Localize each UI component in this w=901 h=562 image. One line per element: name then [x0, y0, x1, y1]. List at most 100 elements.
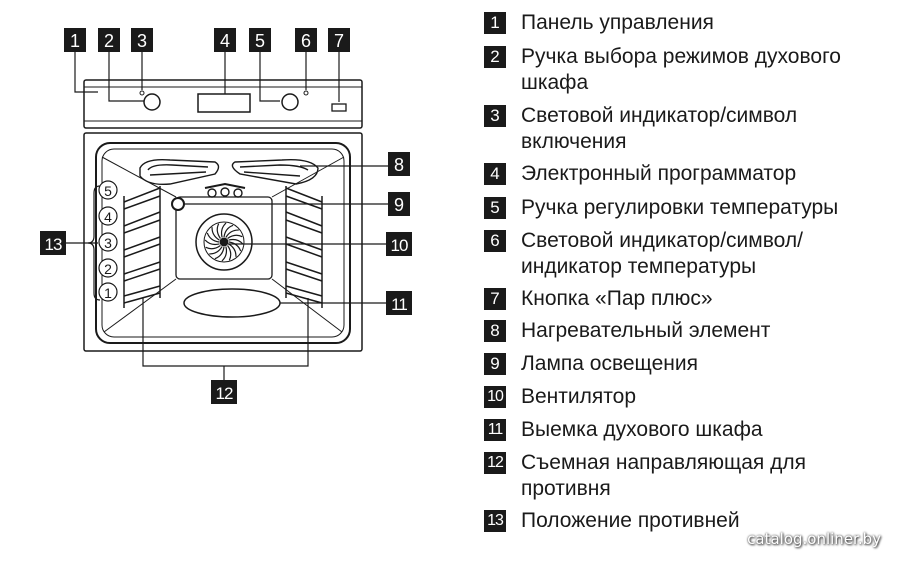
svg-text:5: 5: [255, 31, 265, 51]
legend-item-6: 6 Световой индикатор/символ/ индикатор т…: [484, 228, 891, 280]
legend-item-3: 3 Световой индикатор/символ включения: [484, 103, 891, 155]
oven-floor-recess: [183, 288, 281, 318]
svg-text:3: 3: [137, 31, 147, 51]
svg-text:11: 11: [391, 295, 407, 314]
fan-blade: [205, 245, 221, 250]
legend-number: 12: [484, 452, 506, 474]
shelf-position-4: 4: [98, 206, 118, 226]
legend-label: Нагревательный элемент: [521, 319, 771, 342]
callout-10: 10: [228, 232, 412, 256]
legend-label: Лампа освещения: [521, 352, 698, 375]
legend-item-7: 7 Кнопка «Пар плюс»: [484, 286, 891, 312]
fan-blade: [228, 238, 244, 245]
svg-text:1: 1: [104, 285, 112, 301]
svg-text:6: 6: [301, 31, 311, 51]
legend-label: Положение противней: [521, 509, 740, 532]
fan-blade: [216, 223, 221, 239]
callout-12: 12: [142, 298, 309, 404]
oven-diagram: 1 2 3 4 5 6 7: [40, 28, 412, 404]
control-panel: [83, 79, 363, 129]
heating-element: [139, 158, 319, 198]
shelf-position-5: 5: [98, 180, 118, 200]
fan-blade: [225, 229, 239, 238]
legend-number: 3: [484, 105, 506, 127]
callout-2: 2: [98, 28, 120, 52]
legend-item-2: 2 Ручка выбора режимов духового шкафа: [484, 44, 891, 96]
fan-blade: [220, 222, 227, 238]
fan-blade: [209, 246, 223, 255]
svg-text:12: 12: [216, 384, 233, 403]
fan-blade: [227, 245, 232, 261]
temperature-indicator: [303, 90, 309, 96]
legend-number: 11: [484, 419, 506, 441]
callout-11: 11: [280, 291, 412, 315]
fan-blade: [228, 241, 242, 252]
svg-text:10: 10: [391, 236, 408, 255]
shelf-position-1: 1: [98, 282, 118, 302]
legend-label: Выемка духового шкафа: [521, 418, 763, 441]
fan-blade: [221, 246, 228, 262]
shelf-position-2: 2: [98, 258, 118, 278]
callout-1: 1: [64, 28, 86, 52]
legend-number: 4: [484, 163, 506, 185]
legend-number: 13: [484, 510, 506, 532]
svg-text:7: 7: [334, 31, 344, 51]
legend-label: Электронный программатор: [521, 162, 797, 185]
svg-text:5: 5: [104, 183, 112, 199]
svg-text:1: 1: [70, 31, 80, 51]
legend-item-12: 12 Съемная направляющая для противня: [484, 450, 891, 502]
callout-13: 13: [40, 185, 101, 301]
callout-6: 6: [295, 28, 317, 52]
fan-blade: [204, 239, 220, 246]
legend-item-13: 13 Положение противней: [484, 508, 891, 534]
legend-label: Съемная направляющая для противня: [521, 451, 806, 500]
fan-blade: [227, 234, 243, 239]
callout-3: 3: [131, 28, 153, 52]
shelf-rail-left: [123, 186, 161, 308]
legend-item-11: 11 Выемка духового шкафа: [484, 417, 891, 443]
legend-label: Световой индикатор/символ включения: [521, 104, 798, 153]
watermark: catalog.onliner.by: [747, 530, 881, 548]
legend-item-4: 4 Электронный программатор: [484, 161, 891, 187]
svg-text:4: 4: [220, 31, 230, 51]
fan-blade: [206, 232, 220, 243]
svg-text:2: 2: [104, 31, 114, 51]
fan-blade: [214, 246, 225, 260]
svg-text:2: 2: [104, 261, 112, 277]
fan-blade: [223, 224, 234, 238]
svg-text:8: 8: [394, 155, 404, 175]
callout-8: 8: [300, 152, 410, 176]
callout-5: 5: [249, 28, 271, 52]
legend-label: Панель управления: [521, 11, 714, 34]
top-leader-lines: [74, 52, 340, 102]
svg-text:9: 9: [394, 195, 404, 215]
svg-text:13: 13: [45, 235, 62, 254]
legend-item-8: 8 Нагревательный элемент: [484, 318, 891, 344]
oven-lamp: [171, 197, 185, 211]
legend-number: 7: [484, 288, 506, 310]
legend-number: 10: [484, 386, 506, 408]
legend-label: Ручка выбора режимов духового шкафа: [521, 45, 841, 94]
steam-plus-button: [331, 103, 347, 112]
legend-label: Световой индикатор/символ/ индикатор тем…: [521, 229, 803, 278]
legend-label: Ручка регулировки температуры: [521, 196, 839, 219]
legend-item-10: 10 Вентилятор: [484, 384, 891, 410]
fan: [195, 213, 253, 271]
svg-text:4: 4: [104, 209, 112, 225]
svg-text:3: 3: [104, 235, 112, 251]
power-indicator: [139, 90, 145, 96]
legend-label: Вентилятор: [521, 385, 636, 408]
fan-blade: [228, 243, 237, 257]
legend-item-9: 9 Лампа освещения: [484, 351, 891, 377]
callout-4: 4: [214, 28, 236, 52]
legend-label: Кнопка «Пар плюс»: [521, 287, 713, 310]
electronic-programmer: [197, 93, 251, 113]
legend-number: 5: [484, 197, 506, 219]
fan-blade: [211, 227, 220, 241]
shelf-rail-right: [285, 186, 323, 308]
callout-7: 7: [328, 28, 350, 52]
mode-knob: [143, 93, 161, 111]
shelf-position-3: 3: [98, 232, 118, 252]
callout-9: 9: [184, 192, 410, 216]
legend-item-1: 1 Панель управления: [484, 10, 891, 36]
